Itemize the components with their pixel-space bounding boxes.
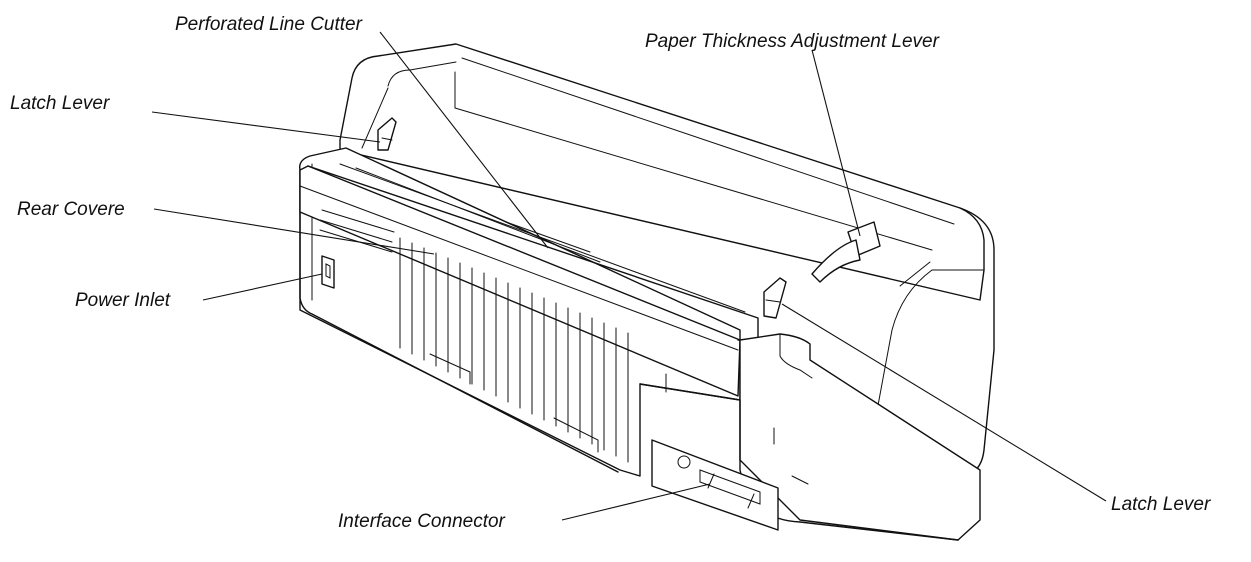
label-interface-connector: Interface Connector (338, 511, 506, 532)
leader-lines (151, 31, 1107, 521)
label-rear-cover: Rear Covere (17, 199, 125, 220)
leader-power-inlet (202, 273, 323, 301)
label-paper-thickness-adjustment-lever: Paper Thickness Adjustment Lever (645, 31, 940, 52)
leader-rear-cover (153, 208, 435, 255)
label-power-inlet: Power Inlet (75, 290, 171, 311)
label-perforated-line-cutter: Perforated Line Cutter (175, 14, 363, 35)
label-latch-lever-left: Latch Lever (10, 93, 110, 114)
interface-connector-drawing (651, 439, 779, 531)
label-latch-lever-right: Latch Lever (1111, 494, 1211, 515)
leader-perforated-line-cutter (379, 31, 549, 249)
paper-thickness-lever-drawing (811, 221, 881, 283)
latch-lever-right-drawing (763, 277, 787, 319)
latch-lever-left-drawing (377, 117, 397, 151)
printer-illustration (299, 43, 995, 541)
leader-latch-lever-left (151, 111, 381, 143)
leader-paper-thickness-lever (811, 49, 861, 237)
leader-interface-connector (561, 483, 711, 521)
power-inlet-drawing (321, 255, 335, 289)
rear-cover-ribs (399, 237, 629, 463)
leader-latch-lever-right (781, 303, 1107, 502)
